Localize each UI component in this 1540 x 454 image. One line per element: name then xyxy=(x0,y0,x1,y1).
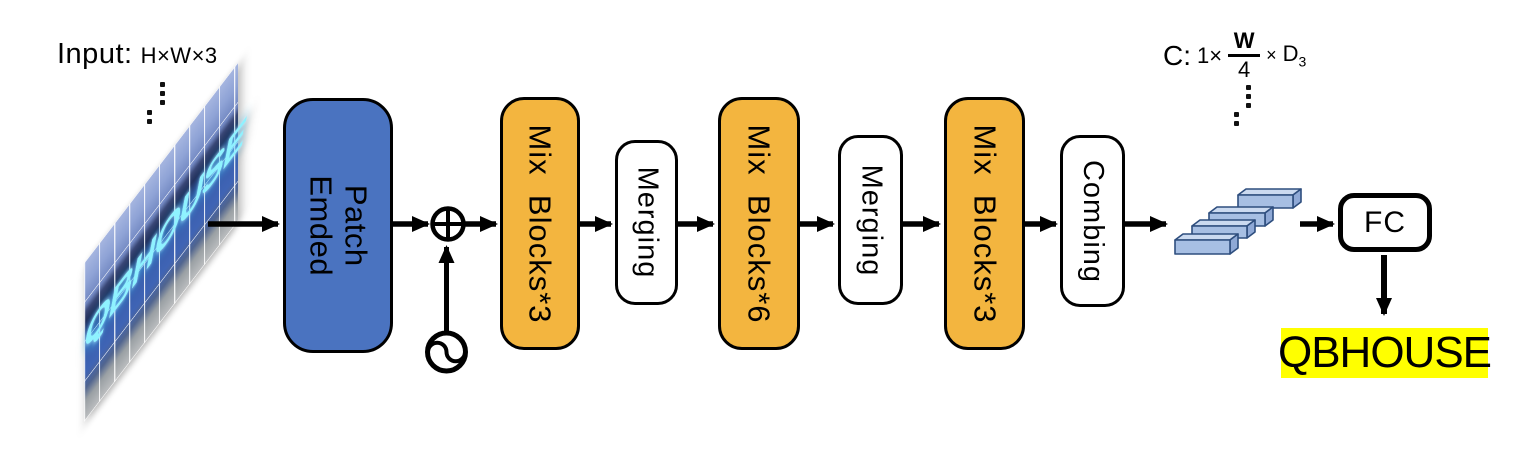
ellipsis-right-icon xyxy=(1234,85,1251,126)
feature-cuboid xyxy=(1191,219,1256,239)
mix-blocks-1-block: Mix Blocks*3 xyxy=(500,97,580,350)
patch-embed-label: Patch Emded xyxy=(304,175,374,276)
feature-cuboid xyxy=(1174,233,1239,255)
merging-2-label: Merging xyxy=(855,164,887,276)
fc-label: FC xyxy=(1364,205,1406,239)
input-label: Input: xyxy=(57,38,133,70)
mix-blocks-3-label: Mix Blocks*3 xyxy=(967,123,1003,324)
positional-encoding-icon xyxy=(425,330,468,374)
mix-blocks-2-label: Mix Blocks*6 xyxy=(742,123,778,324)
result-text: QBHOUSE xyxy=(1277,328,1492,377)
input-image: QBHOUSE xyxy=(81,62,250,423)
mix-blocks-1-label: Mix Blocks*3 xyxy=(523,123,559,324)
mix-blocks-3-block: Mix Blocks*3 xyxy=(944,97,1025,350)
formula-fraction: W 4 xyxy=(1228,28,1261,82)
feature-cuboid xyxy=(1237,188,1302,209)
fc-block: FC xyxy=(1338,193,1432,252)
add-icon xyxy=(430,206,466,242)
feature-shape-formula: C: 1× W 4 × D3 xyxy=(1163,30,1306,81)
input-caption: Input: H×W×3 xyxy=(57,38,218,71)
formula-dim-subscript: 3 xyxy=(1298,53,1307,70)
formula-numerator: W xyxy=(1233,28,1255,53)
merging-1-block: Merging xyxy=(615,140,678,305)
input-dims-label: H×W×3 xyxy=(140,43,218,68)
combing-block: Combing xyxy=(1060,135,1125,307)
combing-label: Combing xyxy=(1077,159,1109,283)
formula-batch: 1× xyxy=(1197,42,1223,68)
formula-times: × xyxy=(1266,45,1277,65)
mix-blocks-2-block: Mix Blocks*6 xyxy=(718,97,800,350)
merging-2-block: Merging xyxy=(838,135,903,305)
feature-cuboids xyxy=(1174,188,1302,255)
formula-prefix: C: xyxy=(1163,39,1191,71)
merging-1-label: Merging xyxy=(631,166,663,279)
formula-dim: D3 xyxy=(1282,41,1307,70)
formula-denominator: 4 xyxy=(1237,57,1251,82)
recognition-result: QBHOUSE xyxy=(1277,328,1492,378)
ellipsis-left-icon xyxy=(147,82,165,124)
patch-embed-block: Patch Emded xyxy=(283,98,393,353)
feature-cuboid xyxy=(1208,206,1274,227)
fraction-bar xyxy=(1228,54,1261,57)
